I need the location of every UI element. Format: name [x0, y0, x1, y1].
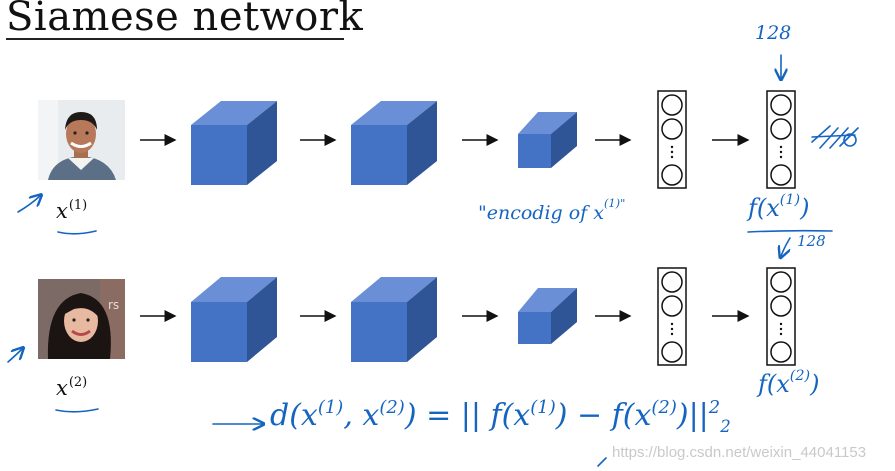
output-label-fx2: f(x(2)) — [758, 368, 820, 398]
distance-formula: d(x(1), x(2)) = || f(x(1)) − f(x(2))||22 — [270, 397, 731, 436]
input-label-x1: x(1) — [56, 198, 88, 223]
encoding-vector-bottom-2 — [766, 267, 796, 366]
title-underline — [6, 38, 344, 40]
cube-top-3 — [518, 112, 577, 168]
hand-scribble — [811, 125, 859, 149]
encoding-vector-bottom-1 — [657, 267, 687, 366]
face-photo-man — [38, 100, 125, 180]
face-photo-woman: rs — [38, 279, 125, 359]
vector-size-label-top: 128 — [755, 22, 792, 44]
cube-top-2 — [351, 101, 437, 185]
hand-underline-fx1 — [747, 229, 833, 233]
cube-bottom-3 — [518, 288, 577, 344]
slide-title: Siamese network — [6, 0, 364, 40]
hand-underline-x2 — [55, 408, 99, 413]
hand-arrow-top-input — [17, 196, 40, 213]
cube-top-1 — [191, 101, 277, 185]
cube-bottom-1 — [191, 277, 277, 362]
hand-stroke-bottom — [597, 457, 607, 467]
encoding-vector-top-2 — [766, 90, 796, 189]
hand-arrow-bottom-input — [7, 349, 22, 363]
encoding-vector-top-1 — [657, 90, 687, 189]
hand-scribble-circle — [843, 133, 857, 147]
watermark: https://blog.csdn.net/weixin_44041153 — [612, 444, 867, 461]
output-label-fx1: f(x(1)) — [748, 192, 810, 222]
vector-size-label-bottom: 128 — [797, 232, 826, 250]
input-label-x2: x(2) — [56, 375, 88, 400]
hand-underline-x1 — [57, 230, 97, 235]
cube-bottom-2 — [351, 277, 437, 362]
hand-arrow-128-bottom — [781, 237, 791, 256]
svg-text:rs: rs — [108, 298, 119, 312]
encoding-annotation: "encodig of x(1)" — [478, 196, 626, 224]
